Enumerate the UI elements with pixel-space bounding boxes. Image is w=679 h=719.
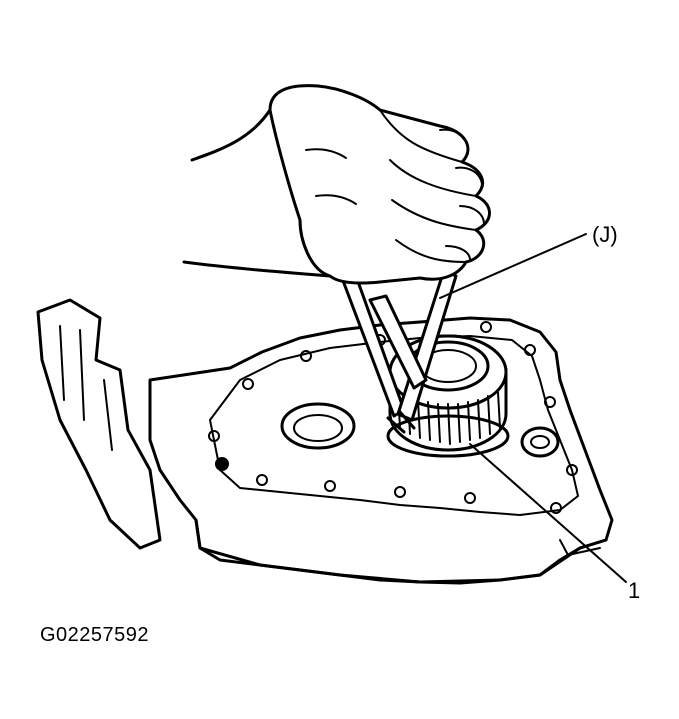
hand-palm <box>268 84 491 285</box>
case-left-bracket <box>36 298 162 550</box>
hand <box>182 84 491 285</box>
transmission-case <box>36 298 614 585</box>
leader-line-part <box>469 443 627 583</box>
dowel-pin <box>215 457 229 471</box>
bearing-bore <box>280 402 356 450</box>
case-skirt <box>194 518 608 584</box>
label-tool-j: (J) <box>592 222 618 247</box>
snap-ring-pliers <box>340 268 458 434</box>
leader-line-tool <box>439 233 587 299</box>
flange-bolt-holes <box>208 321 578 514</box>
label-part-1: 1 <box>628 578 640 603</box>
right-boss <box>520 426 560 458</box>
figure-code: G02257592 <box>40 624 150 646</box>
